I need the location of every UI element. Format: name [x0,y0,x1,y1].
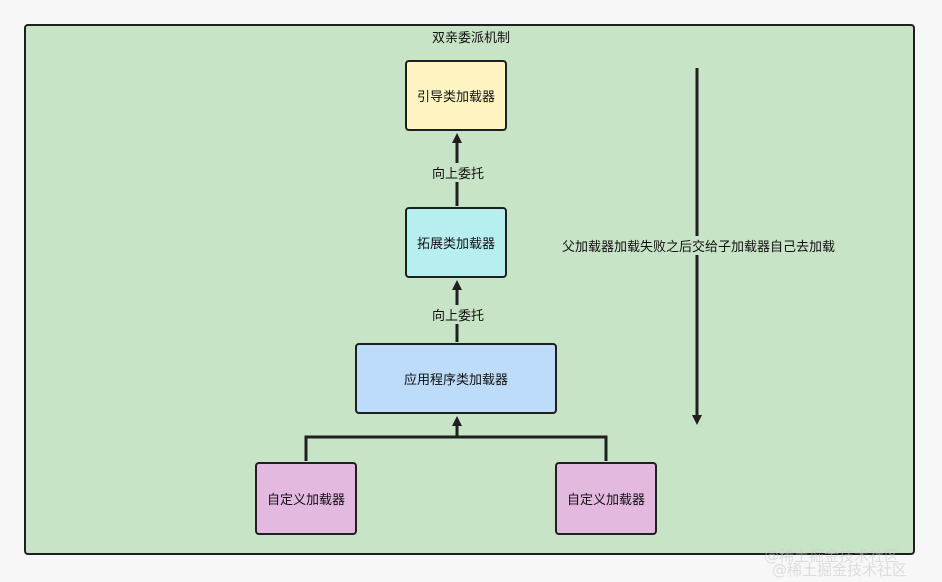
node-extension-loader: 拓展类加载器 [405,207,507,278]
watermark-line-2: @稀土掘金技术社区 [772,561,908,579]
node-bootstrap-label: 引导类加载器 [416,90,495,105]
diagram-title: 双亲委派机制 [431,31,510,46]
node-custom-loader-left: 自定义加载器 [255,462,357,535]
node-application-label: 应用程序类加载器 [403,373,508,388]
node-custom-left-label: 自定义加载器 [266,493,345,508]
node-custom-loader-right: 自定义加载器 [555,462,657,535]
edge-label-delegate-up-1: 向上委托 [430,163,487,182]
node-custom-right-label: 自定义加载器 [566,493,645,508]
edge-custom-to-app [304,435,608,461]
node-bootstrap-loader: 引导类加载器 [405,60,507,131]
watermark-line-1: @稀土掘金技术社区 [764,547,900,565]
side-label-fallback: 父加载器加载失败之后交给子加载器自己去加载 [561,236,837,255]
node-extension-label: 拓展类加载器 [416,237,495,252]
edge-label-delegate-up-2: 向上委托 [430,305,487,324]
node-application-loader: 应用程序类加载器 [355,343,557,414]
